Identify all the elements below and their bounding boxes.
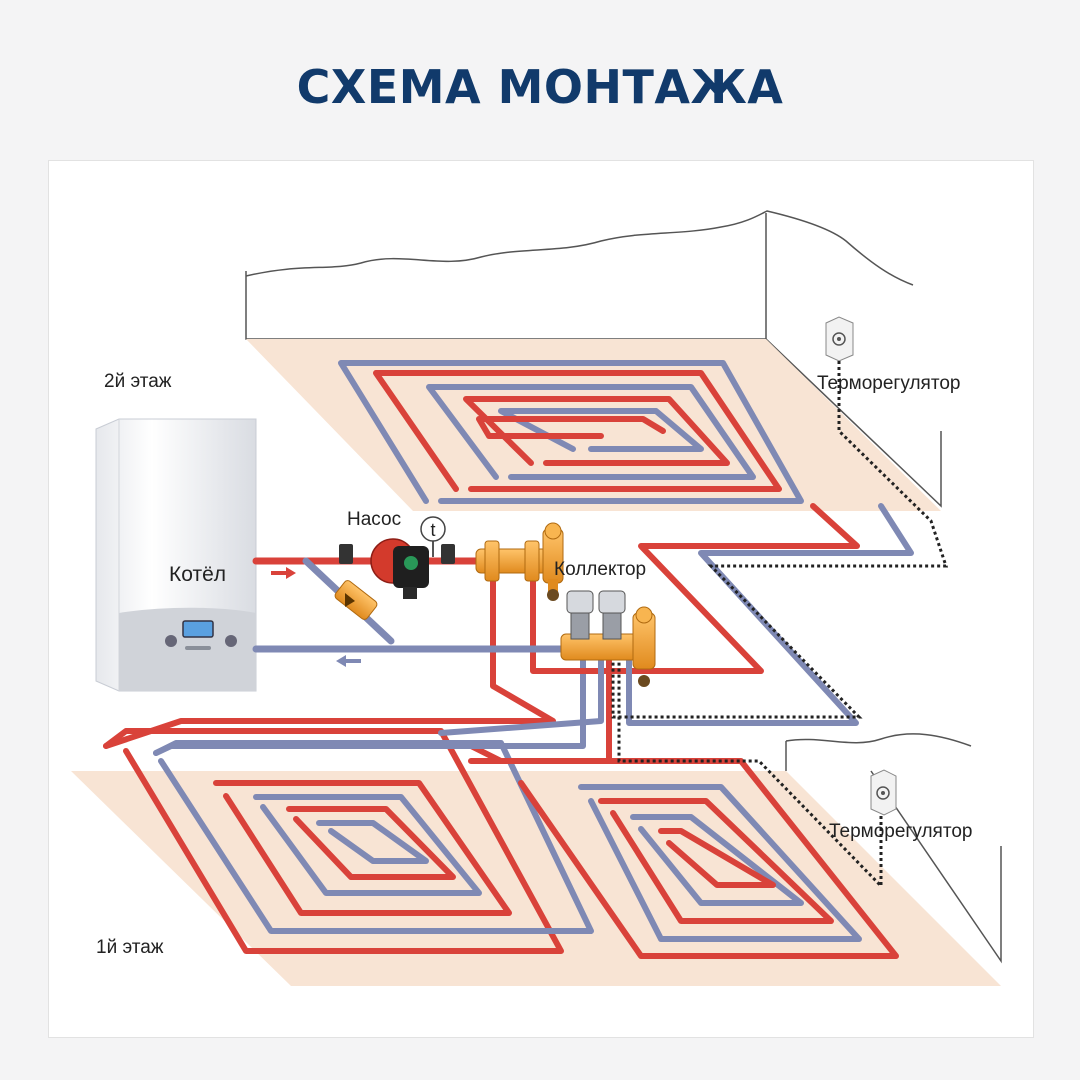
lower-wall bbox=[785, 733, 1002, 964]
diagram-frame: t 2й этаж 1й этаж Котёл bbox=[48, 160, 1034, 1038]
boiler-label: Котёл bbox=[169, 563, 226, 586]
thermometer-icon: t bbox=[420, 516, 446, 557]
upper-floor-coil bbox=[338, 360, 804, 504]
collector-label: Коллектор bbox=[554, 559, 646, 580]
floor-1-label: 1й этаж bbox=[96, 937, 164, 958]
thermometer-label: t bbox=[430, 520, 435, 540]
thermostat-top-label: Терморегулятор bbox=[817, 373, 960, 394]
thermostat-icon bbox=[870, 769, 897, 816]
collector-icon bbox=[475, 522, 564, 601]
pump-icon bbox=[339, 538, 455, 599]
thermostat-bottom-label: Терморегулятор bbox=[829, 821, 972, 842]
collector-icon bbox=[560, 590, 656, 687]
thermostat-icon bbox=[825, 316, 854, 362]
boiler-icon bbox=[95, 418, 257, 692]
bypass-valve bbox=[334, 580, 378, 620]
control-wires bbox=[611, 361, 949, 890]
installation-diagram: t 2й этаж 1й этаж Котёл bbox=[71, 210, 1002, 986]
flow-arrow-icon bbox=[271, 567, 296, 579]
pump-label: Насос bbox=[347, 509, 401, 530]
page-title: СХЕМА МОНТАЖА bbox=[296, 60, 784, 114]
flow-arrow-icon bbox=[336, 655, 361, 667]
floor-2-label: 2й этаж bbox=[104, 371, 172, 392]
